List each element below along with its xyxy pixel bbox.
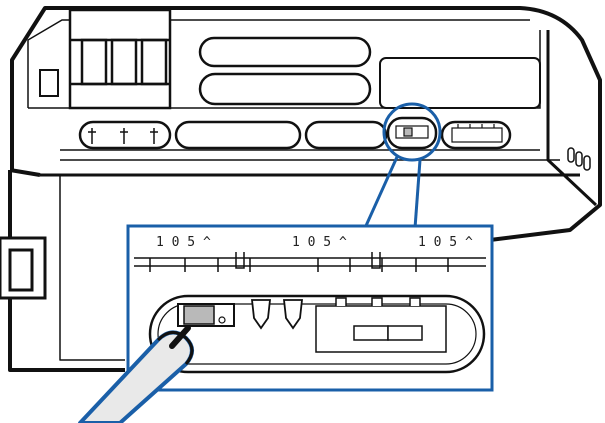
switch-knob xyxy=(183,305,215,325)
marking-mid: 1 0 5 ^ xyxy=(292,235,347,250)
dip-switch xyxy=(315,297,447,353)
marking-left: 1 0 5 ^ xyxy=(156,235,211,250)
slot-row xyxy=(78,116,512,150)
recess-panel xyxy=(379,57,541,109)
callout-leader xyxy=(363,102,442,229)
led-indicators xyxy=(88,128,158,144)
housing-markings: 1 0 5 ^ 1 0 5 ^ 1 0 5 ^ xyxy=(156,235,473,250)
terminal-block xyxy=(68,8,172,110)
stylus-tool xyxy=(78,325,194,423)
mini-switches xyxy=(395,124,503,143)
dinrail-foot xyxy=(0,236,47,300)
slide-switch xyxy=(177,303,235,327)
inset-terminals xyxy=(134,252,486,272)
housing-panel-lines xyxy=(27,19,560,161)
zoom-inset: 1 0 5 ^ 1 0 5 ^ 1 0 5 ^ xyxy=(126,224,494,392)
vent-slots xyxy=(198,36,372,106)
side-clip xyxy=(39,69,59,97)
side-connector xyxy=(567,147,591,171)
inset-leds xyxy=(250,299,304,330)
marking-right: 1 0 5 ^ xyxy=(418,235,473,250)
